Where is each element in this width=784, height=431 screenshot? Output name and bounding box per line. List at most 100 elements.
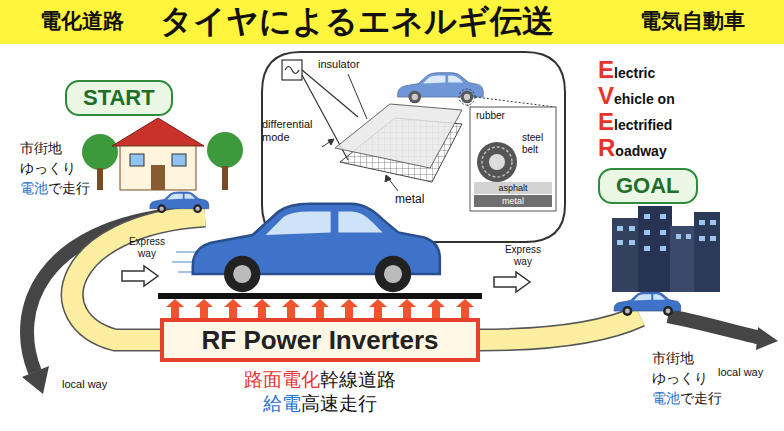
car-start [150, 192, 209, 213]
area-note: ゆっくり [652, 370, 708, 387]
power-arrows [253, 299, 271, 307]
tire-callout [477, 142, 517, 182]
acronym-line: Vehicle on [598, 84, 675, 111]
city-buildings [710, 220, 716, 225]
power-arrows [456, 299, 474, 307]
car-goal [614, 292, 681, 316]
title-text: タイヤによるエネルギ伝送 [160, 2, 554, 40]
city-buildings [699, 236, 705, 241]
house [97, 168, 103, 190]
city-buildings [660, 246, 666, 251]
power-arrows [224, 299, 242, 307]
area-note: ゆっくり [20, 160, 76, 177]
ac-source [282, 60, 302, 80]
power-arrows [171, 306, 179, 318]
area-note: 電池 [652, 390, 680, 407]
power-arrows [345, 306, 353, 318]
power-arrows [282, 299, 300, 307]
power-arrows [340, 299, 358, 307]
city-buildings [676, 234, 681, 239]
power-arrows [195, 299, 213, 307]
road-caption: 路面電化 [244, 368, 320, 391]
goal-box: GOAL [598, 168, 698, 204]
house [82, 134, 118, 170]
tire-callout [475, 97, 555, 107]
city-buildings [699, 220, 705, 225]
house [82, 118, 243, 190]
city-buildings [617, 214, 716, 251]
road-label: local way [718, 366, 763, 379]
title-banner [0, 0, 784, 44]
local-road-right [668, 316, 762, 338]
power-arrows [369, 299, 387, 307]
house [130, 154, 144, 166]
road-label: local way [62, 378, 107, 391]
city-buildings [660, 230, 666, 235]
part-label: steel belt [522, 132, 552, 156]
city-buildings [629, 226, 635, 231]
city-buildings [660, 214, 666, 219]
title-side-text: 電化道路 [40, 9, 124, 34]
city-buildings [629, 240, 635, 245]
tire-callout [489, 154, 505, 170]
node-label: GOAL [616, 173, 680, 198]
part-label: asphalt [474, 182, 552, 194]
road-caption: 給電 [263, 392, 301, 415]
power-arrows [316, 306, 324, 318]
house [112, 118, 204, 146]
power-arrows [398, 299, 416, 307]
leader-lines [385, 175, 391, 182]
city-buildings [670, 226, 696, 292]
acronym-line: Roadway [598, 136, 667, 163]
part-label: metal [474, 195, 552, 207]
speed-streaks [176, 251, 196, 253]
node-label: RF Power Inverters [202, 325, 439, 356]
hollow-arrow-right [494, 272, 530, 292]
acronym-line: Electrified [598, 110, 672, 137]
area-note: 市街地 [652, 350, 694, 367]
part-label: rubber [476, 110, 505, 122]
express-road [158, 293, 482, 299]
power-arrows [374, 306, 382, 318]
area-note: で走行 [48, 180, 90, 197]
area-note: で走行 [680, 390, 722, 407]
local-road-right [668, 316, 778, 350]
hollow-arrow-left [122, 266, 158, 286]
city-buildings [686, 234, 691, 239]
power-arrows [229, 306, 237, 318]
car-detail [398, 73, 484, 104]
city-buildings [644, 246, 650, 251]
leader-lines [322, 74, 398, 191]
ac-source [285, 67, 299, 74]
house [172, 154, 186, 166]
power-arrows [432, 306, 440, 318]
area-note: 電池 [20, 180, 48, 197]
tire-callout [459, 89, 556, 211]
tire-callout [482, 147, 512, 177]
speed-streaks [172, 261, 194, 263]
power-arrows [166, 299, 184, 307]
power-arrows [200, 306, 208, 318]
leader-lines [348, 74, 367, 119]
power-arrows [287, 306, 295, 318]
house [207, 132, 243, 168]
ac-source [282, 60, 302, 80]
hollow-arrow-right [494, 272, 530, 292]
local-road-right [756, 327, 778, 350]
node-label: START [83, 85, 155, 110]
tire-callout [470, 107, 556, 211]
city-buildings [617, 226, 623, 231]
hollow-arrow-left [122, 266, 158, 286]
part-label: metal [395, 192, 424, 206]
start-box: START [65, 80, 173, 116]
road-caption: 幹線道路 [320, 368, 396, 391]
house [151, 165, 165, 190]
power-arrows [166, 299, 474, 318]
city-buildings [644, 230, 650, 235]
city-buildings [710, 236, 716, 241]
road-label: Express way [124, 236, 170, 260]
local-road-left [22, 366, 49, 394]
insulator-layer [335, 104, 462, 168]
part-label: insulator [318, 58, 360, 71]
